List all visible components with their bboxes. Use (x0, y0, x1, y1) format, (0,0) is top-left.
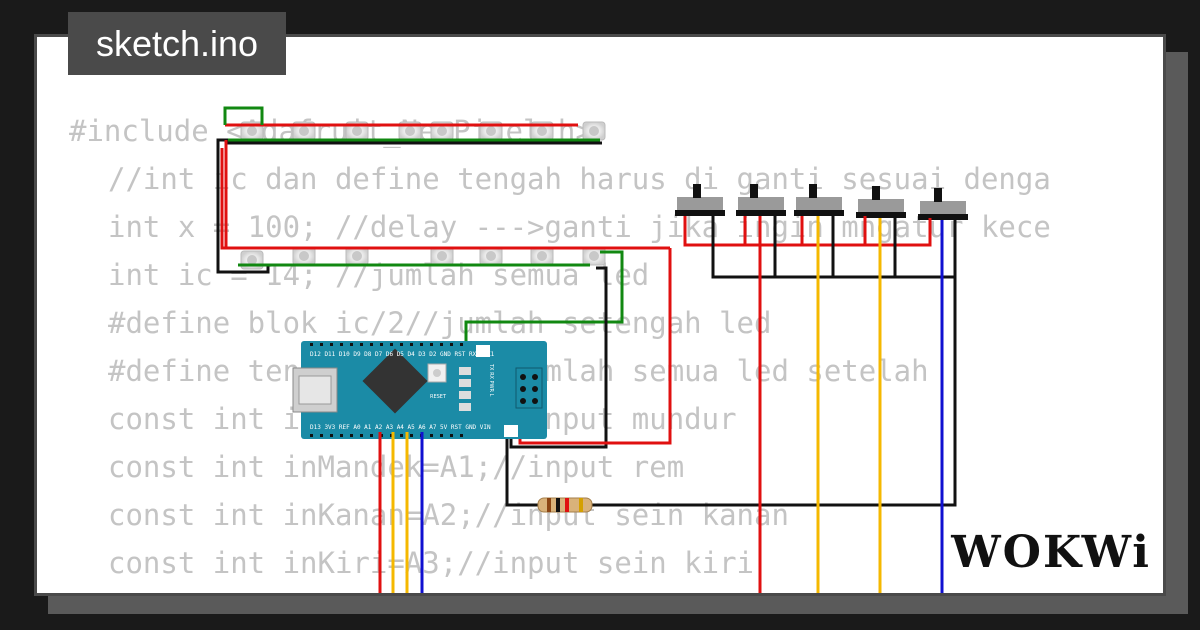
slide-switch-4[interactable] (856, 186, 906, 218)
arduino-nano-board[interactable]: D12 D11 D10 D9 D8 D7 D6 D5 D4 D3 D2 GND … (292, 341, 547, 439)
slide-switch-3[interactable] (794, 184, 844, 216)
wokwi-logo: WOKWi (951, 527, 1151, 578)
bottom-pin-labels: D13 3V3 REF A0 A1 A2 A3 A4 A5 A6 A7 5V R… (310, 424, 491, 431)
switch-wires (378, 216, 955, 593)
code-line: const int inMandek=A1;//input rem (108, 450, 685, 484)
led-strip-bottom[interactable] (240, 246, 606, 270)
file-tab[interactable]: sketch.ino (68, 12, 286, 75)
slide-switch-1[interactable] (675, 184, 725, 216)
code-line: //int ic dan define tengah harus di gant… (108, 162, 1051, 196)
reset-label: RESET (430, 394, 447, 400)
code-line: #define blok ic/2//jumlah setengah led (108, 306, 772, 340)
top-pin-labels: D12 D11 D10 D9 D8 D7 D6 D5 D4 D3 D2 GND … (310, 351, 495, 358)
led-wires (216, 106, 957, 507)
led-labels: TX RX PWR L (488, 363, 494, 397)
code-line: const int inKiri=A3;//input sein kiri (108, 546, 755, 580)
slide-switch-2[interactable] (736, 184, 786, 216)
slide-switch-5[interactable] (918, 188, 968, 220)
resistor[interactable] (537, 497, 593, 513)
